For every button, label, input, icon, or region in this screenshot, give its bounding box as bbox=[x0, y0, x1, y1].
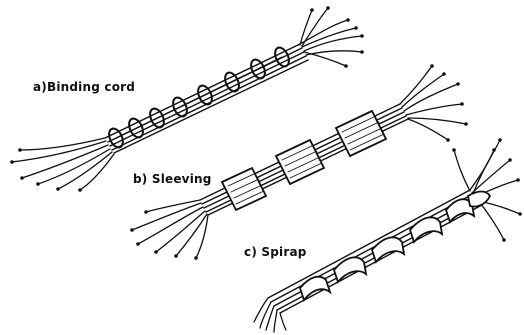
spirap-right-strands bbox=[454, 140, 520, 240]
binding-cord-left-strands bbox=[12, 138, 114, 190]
label-sleeving: b) Sleeving bbox=[133, 172, 212, 186]
sleeve-segment-2 bbox=[276, 140, 324, 184]
sleeving-right-strands bbox=[400, 66, 466, 140]
spirap-tail bbox=[468, 192, 490, 207]
sleeve-segment-1 bbox=[222, 168, 266, 210]
label-binding-cord: a)Binding cord bbox=[33, 80, 135, 94]
spirap-left-strands bbox=[254, 298, 286, 332]
label-spirap: c) Spirap bbox=[244, 245, 307, 259]
sleeving-right-ends bbox=[430, 64, 468, 142]
spirap-wrap-bands bbox=[300, 199, 474, 300]
binding-cord-tie-line bbox=[116, 57, 282, 138]
spirap-right-ends bbox=[452, 138, 522, 242]
sleeving-left-strands bbox=[132, 200, 208, 258]
sleeve-segments bbox=[222, 111, 386, 210]
binding-cord-right-strands bbox=[300, 8, 362, 66]
